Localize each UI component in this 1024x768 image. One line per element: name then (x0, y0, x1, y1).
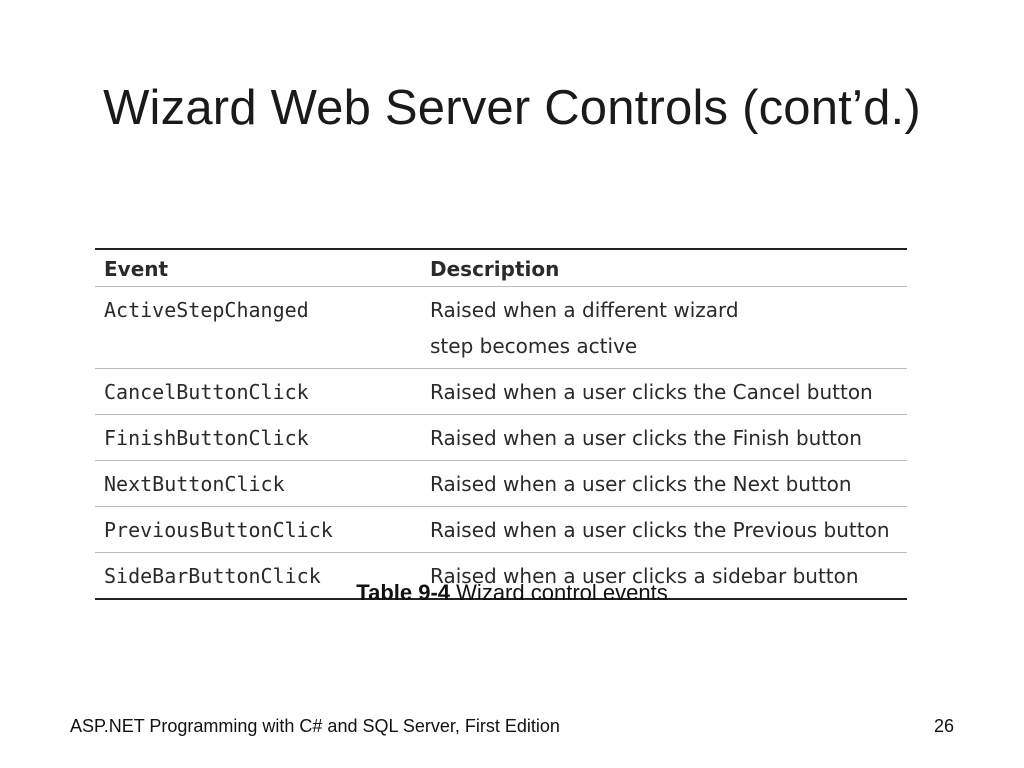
table-header-row: Event Description (95, 249, 907, 287)
table-row: NextButtonClick Raised when a user click… (95, 460, 907, 507)
event-name-cell: SideBarButtonClick (104, 564, 321, 588)
column-header-event: Event (95, 249, 421, 287)
event-description-cell: Raised when a user clicks the Finish but… (421, 414, 907, 461)
event-description-cell: Raised when a user clicks the Cancel but… (421, 368, 907, 415)
table-row: FinishButtonClick Raised when a user cli… (95, 414, 907, 461)
event-name-cell: CancelButtonClick (95, 368, 421, 415)
table-row: PreviousButtonClick Raised when a user c… (95, 506, 907, 553)
table-row: SideBarButtonClick Raised when a user cl… (95, 553, 907, 600)
event-name-cell: PreviousButtonClick (95, 506, 421, 553)
slide-title: Wizard Web Server Controls (cont’d.) (103, 81, 921, 135)
event-description-cell: Raised when a different wizard step beco… (421, 286, 907, 369)
table-row: CancelButtonClick Raised when a user cli… (95, 368, 907, 415)
column-header-description: Description (421, 249, 907, 287)
caption-text: Wizard control events (456, 580, 668, 605)
event-name-cell: ActiveStepChanged (95, 286, 421, 369)
page-number: 26 (933, 716, 954, 736)
footer-book-title: ASP.NET Programming with C# and SQL Serv… (70, 716, 560, 736)
caption-label: Table 9-4 (356, 580, 451, 605)
events-table-container: Event Description ActiveStepChanged Rais… (95, 248, 907, 600)
events-table: Event Description ActiveStepChanged Rais… (95, 248, 907, 600)
table-caption: Table 9-4 Wizard control events (0, 580, 1024, 606)
table-row: ActiveStepChanged Raised when a differen… (95, 286, 907, 369)
event-name-cell: NextButtonClick (95, 460, 421, 507)
event-name-cell: FinishButtonClick (95, 414, 421, 461)
event-description-cell: Raised when a user clicks the Next butto… (421, 460, 907, 507)
event-description-cell: Raised when a user clicks a sidebar butt… (430, 564, 859, 588)
event-description-cell: Raised when a user clicks the Previous b… (421, 506, 907, 553)
